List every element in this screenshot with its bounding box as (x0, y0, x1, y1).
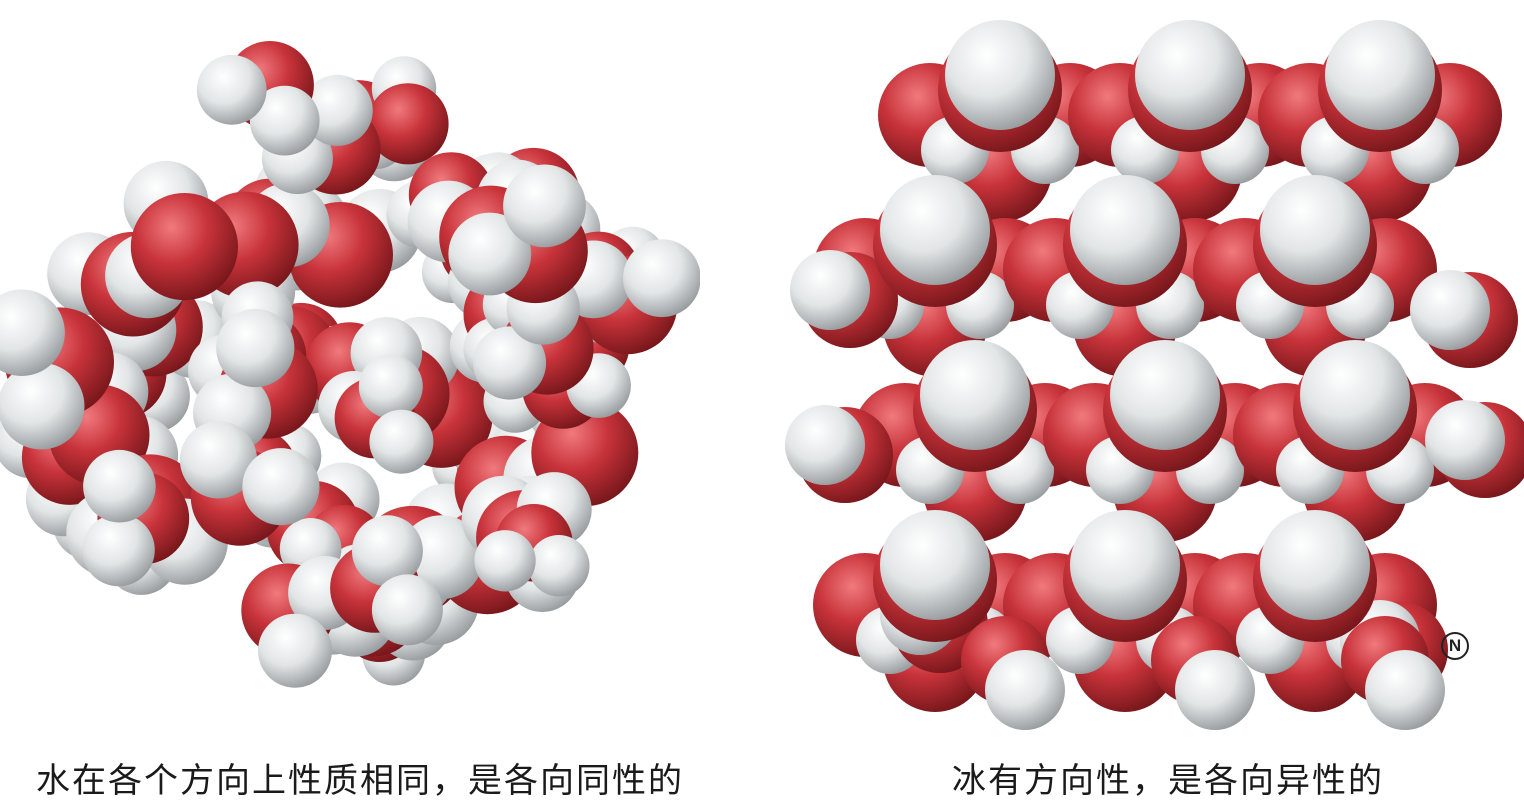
hydrogen-atom (474, 530, 536, 592)
liquid-water-molecules (0, 41, 700, 688)
ice-bottom-molecule (961, 616, 1065, 730)
hydrogen-atom (1260, 510, 1370, 620)
hydrogen-atom (623, 239, 700, 318)
water-caption: 水在各个方向上性质相同，是各向同性的 (36, 761, 684, 801)
ice-bottom-molecule (1151, 616, 1255, 730)
liquid-water-molecule-image (0, 0, 700, 730)
hydrogen-atom (179, 421, 258, 499)
ice-unit-front (913, 340, 1037, 472)
hydrogen-atom (216, 308, 295, 388)
hydrogen-atom (448, 212, 532, 296)
hydrogen-atom (358, 354, 423, 419)
hydrogen-atom (301, 74, 373, 146)
ice-edge-molecule (790, 250, 898, 348)
hydrogen-atom (880, 175, 990, 285)
hydrogen-atom (1070, 175, 1180, 285)
hydrogen-atom (242, 448, 320, 526)
ice-bottom-molecule (1341, 616, 1445, 730)
hydrogen-atom (371, 574, 443, 646)
hydrogen-atom (1260, 175, 1370, 285)
hydrogen-atom (1135, 20, 1245, 130)
ice-unit-front (873, 510, 997, 642)
ice-unit-front (1253, 175, 1377, 307)
hydrogen-atom (880, 510, 990, 620)
hydrogen-atom (0, 362, 85, 450)
hydrogen-atom (249, 85, 320, 156)
ice-edge-molecule (785, 405, 893, 503)
hydrogen-atom (351, 515, 423, 587)
water-molecule (330, 515, 443, 646)
water-molecule (82, 449, 190, 587)
water-molecule (105, 160, 238, 319)
hydrogen-atom (1410, 270, 1490, 350)
water-molecule (0, 289, 114, 450)
water-molecule (448, 164, 588, 304)
water-molecule (179, 421, 320, 546)
hydrogen-atom (1425, 400, 1505, 480)
hydrogen-atom (1325, 20, 1435, 130)
hydrogen-atom (82, 513, 155, 587)
ice-unit-front (1293, 340, 1417, 472)
hydrogen-atom (985, 650, 1065, 730)
ice-unit-front (873, 175, 997, 307)
hydrogen-atom (528, 535, 590, 597)
ice-edge-molecule (1410, 270, 1518, 368)
oxygen-atom (367, 83, 449, 165)
ice-edge-molecule (1425, 400, 1524, 498)
ice-unit-front (938, 20, 1062, 152)
hydrogen-atom (785, 405, 865, 485)
ice-unit-front (1253, 510, 1377, 642)
hydrogen-atom (1175, 650, 1255, 730)
water-molecule (196, 41, 320, 156)
hydrogen-atom (503, 164, 586, 248)
hydrogen-atom (945, 20, 1055, 130)
water-molecule (334, 354, 434, 474)
ice-unit-front (1063, 175, 1187, 307)
hydrogen-atom (1300, 340, 1410, 450)
hydrogen-atom (1110, 340, 1220, 450)
ice-crystal-lattice (785, 20, 1524, 730)
nature-logo-icon: N (1441, 632, 1469, 660)
hydrogen-atom (0, 289, 65, 376)
ice-unit-front (1318, 20, 1442, 152)
hydrogen-atom (196, 54, 267, 125)
ice-unit-front (1063, 510, 1187, 642)
ice-unit-front (1103, 340, 1227, 472)
hydrogen-atom (369, 409, 434, 474)
hydrogen-atom (920, 340, 1030, 450)
hydrogen-atom (83, 449, 156, 523)
hydrogen-atom (1365, 650, 1445, 730)
oxygen-atom (130, 193, 238, 301)
hydrogen-atom (790, 250, 870, 330)
hydrogen-atom (472, 326, 547, 400)
water-molecule (474, 504, 590, 597)
ice-unit-front (1128, 20, 1252, 152)
hydrogen-atom (1070, 510, 1180, 620)
ice-crystal-molecule-image (760, 0, 1524, 730)
hydrogen-atom (258, 613, 332, 688)
ice-caption: 冰有方向性，是各向异性的 (952, 761, 1384, 801)
